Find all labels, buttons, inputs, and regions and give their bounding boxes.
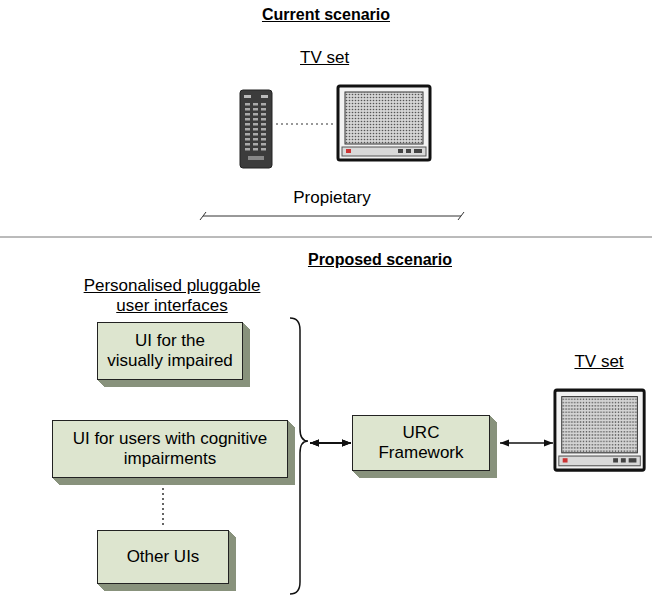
framework-box: URC Framework [352, 415, 490, 471]
span-line [200, 212, 464, 220]
box-text: UI for users with cognitive impairments [61, 429, 279, 469]
tv-heading: TV set [552, 352, 646, 372]
group-heading: Personalised pluggable user interfaces [65, 276, 279, 316]
ui-box: UI for users with cognitive impairments [52, 420, 288, 478]
double-arrow [310, 442, 351, 444]
section-title: Proposed scenario [260, 250, 500, 270]
tv-illustration [555, 390, 644, 470]
tv-set: TV set [292, 48, 442, 163]
brace [290, 318, 308, 594]
tv-illustration [338, 86, 430, 160]
tv-heading: TV set [292, 48, 442, 68]
separator [0, 237, 652, 238]
ui-box: UI for the visually impaired [97, 322, 243, 380]
continuation-dots [162, 488, 164, 526]
span-label: Propietary [262, 188, 402, 208]
tv-set: TV set [552, 352, 646, 474]
box-text: URC Framework [377, 423, 465, 463]
ui-box: Other UIs [97, 530, 229, 584]
double-arrow [500, 442, 553, 444]
infrared-link [276, 123, 334, 124]
section-title: Current scenario [216, 5, 436, 25]
double-arrow [310, 442, 351, 444]
box-text: Other UIs [127, 547, 200, 567]
box-text: UI for the visually impaired [106, 331, 234, 371]
remote-control [240, 90, 272, 168]
double-arrow [310, 442, 351, 444]
